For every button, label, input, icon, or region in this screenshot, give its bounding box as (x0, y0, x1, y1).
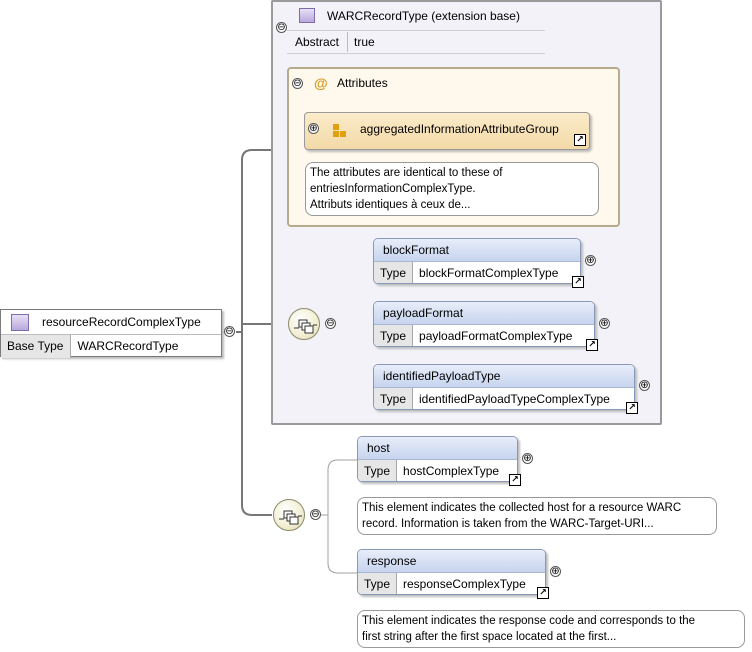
extension-title: WARCRecordType (extension base) (327, 9, 520, 23)
note-line: This element indicates the collected hos… (362, 502, 682, 514)
sequence-compositor-icon[interactable] (288, 308, 320, 340)
host-note: This element indicates the collected hos… (357, 497, 717, 535)
type-value: blockFormatComplexType (419, 266, 559, 280)
element-expand-icon[interactable]: ⊕ (522, 453, 533, 464)
element-name: blockFormat (374, 239, 580, 262)
abstract-label: Abstract (287, 32, 349, 52)
type-value: payloadFormatComplexType (419, 329, 573, 343)
note-line: This element indicates the response code… (362, 615, 696, 627)
type-value: hostComplexType (403, 464, 500, 478)
type-label: Type (358, 573, 398, 594)
link-icon[interactable]: ↗ (509, 474, 521, 486)
element-expand-icon[interactable]: ⊕ (599, 318, 610, 329)
element-identifiedPayloadType[interactable]: identifiedPayloadType Type identifiedPay… (373, 364, 635, 410)
attribute-group-icon (333, 124, 347, 138)
element-expand-icon[interactable]: ⊕ (585, 255, 596, 266)
element-expand-icon[interactable]: ⊕ (550, 566, 561, 577)
note-line: entriesInformationComplexType. (310, 183, 476, 195)
type-label: Type (358, 460, 398, 481)
sequence-glyph (294, 319, 317, 334)
extension-collapse-icon[interactable]: ⊖ (276, 22, 287, 33)
sequence-collapse-icon[interactable]: ⊖ (310, 509, 321, 520)
attributes-note: The attributes are identical to these of… (305, 162, 599, 216)
sequence-collapse-icon[interactable]: ⊖ (325, 318, 336, 329)
extension-header[interactable]: ⊖ WARCRecordType (extension base) Abstra… (275, 4, 547, 56)
link-icon[interactable]: ↗ (586, 339, 598, 351)
element-name: payloadFormat (374, 302, 594, 325)
root-base-value: WARCRecordType (77, 339, 179, 353)
root-type-name: resourceRecordComplexType (42, 315, 201, 329)
type-label: Type (374, 388, 414, 409)
complex-type-icon (11, 313, 29, 331)
type-label: Type (374, 325, 414, 346)
complex-type-icon (299, 8, 315, 23)
sequence-glyph (279, 510, 302, 525)
note-line: first string after the first space locat… (362, 631, 617, 643)
root-collapse-icon[interactable]: ⊖ (224, 326, 235, 337)
type-label: Type (374, 262, 414, 283)
root-type-box[interactable]: resourceRecordComplexType Base Type WARC… (0, 309, 222, 358)
element-response[interactable]: response Type responseComplexType (357, 549, 546, 595)
attribute-group-name: aggregatedInformationAttributeGroup (360, 122, 559, 136)
response-note: This element indicates the response code… (357, 610, 745, 648)
attribute-group-expand-icon[interactable]: ⊕ (308, 123, 319, 134)
attributes-container: ⊖ @ Attributes ⊕ aggregatedInformationAt… (287, 67, 620, 227)
abstract-value: true (354, 35, 375, 49)
link-icon[interactable]: ↗ (574, 134, 586, 146)
type-value: identifiedPayloadTypeComplexType (419, 392, 610, 406)
link-icon[interactable]: ↗ (572, 276, 584, 288)
attribute-icon: @ (314, 75, 328, 91)
element-name: response (358, 550, 545, 573)
link-icon[interactable]: ↗ (537, 587, 549, 599)
note-line: The attributes are identical to these of (310, 167, 503, 179)
element-payloadFormat[interactable]: payloadFormat Type payloadFormatComplexT… (373, 301, 595, 347)
attributes-title: Attributes (337, 76, 388, 90)
note-line: Attributs identiques à ceux de... (310, 199, 471, 211)
type-value: responseComplexType (403, 577, 526, 591)
attribute-group-box[interactable]: ⊕ aggregatedInformationAttributeGroup ↗ (304, 112, 590, 150)
note-line: record. Information is taken from the WA… (362, 518, 654, 530)
element-expand-icon[interactable]: ⊕ (639, 380, 650, 391)
link-icon[interactable]: ↗ (626, 402, 638, 414)
sequence-compositor-icon[interactable] (273, 499, 305, 531)
element-host[interactable]: host Type hostComplexType (357, 436, 518, 482)
root-base-label: Base Type (1, 335, 72, 358)
element-name: host (358, 437, 517, 460)
element-blockFormat[interactable]: blockFormat Type blockFormatComplexType (373, 238, 581, 284)
attributes-collapse-icon[interactable]: ⊖ (292, 78, 303, 89)
element-name: identifiedPayloadType (374, 365, 634, 388)
